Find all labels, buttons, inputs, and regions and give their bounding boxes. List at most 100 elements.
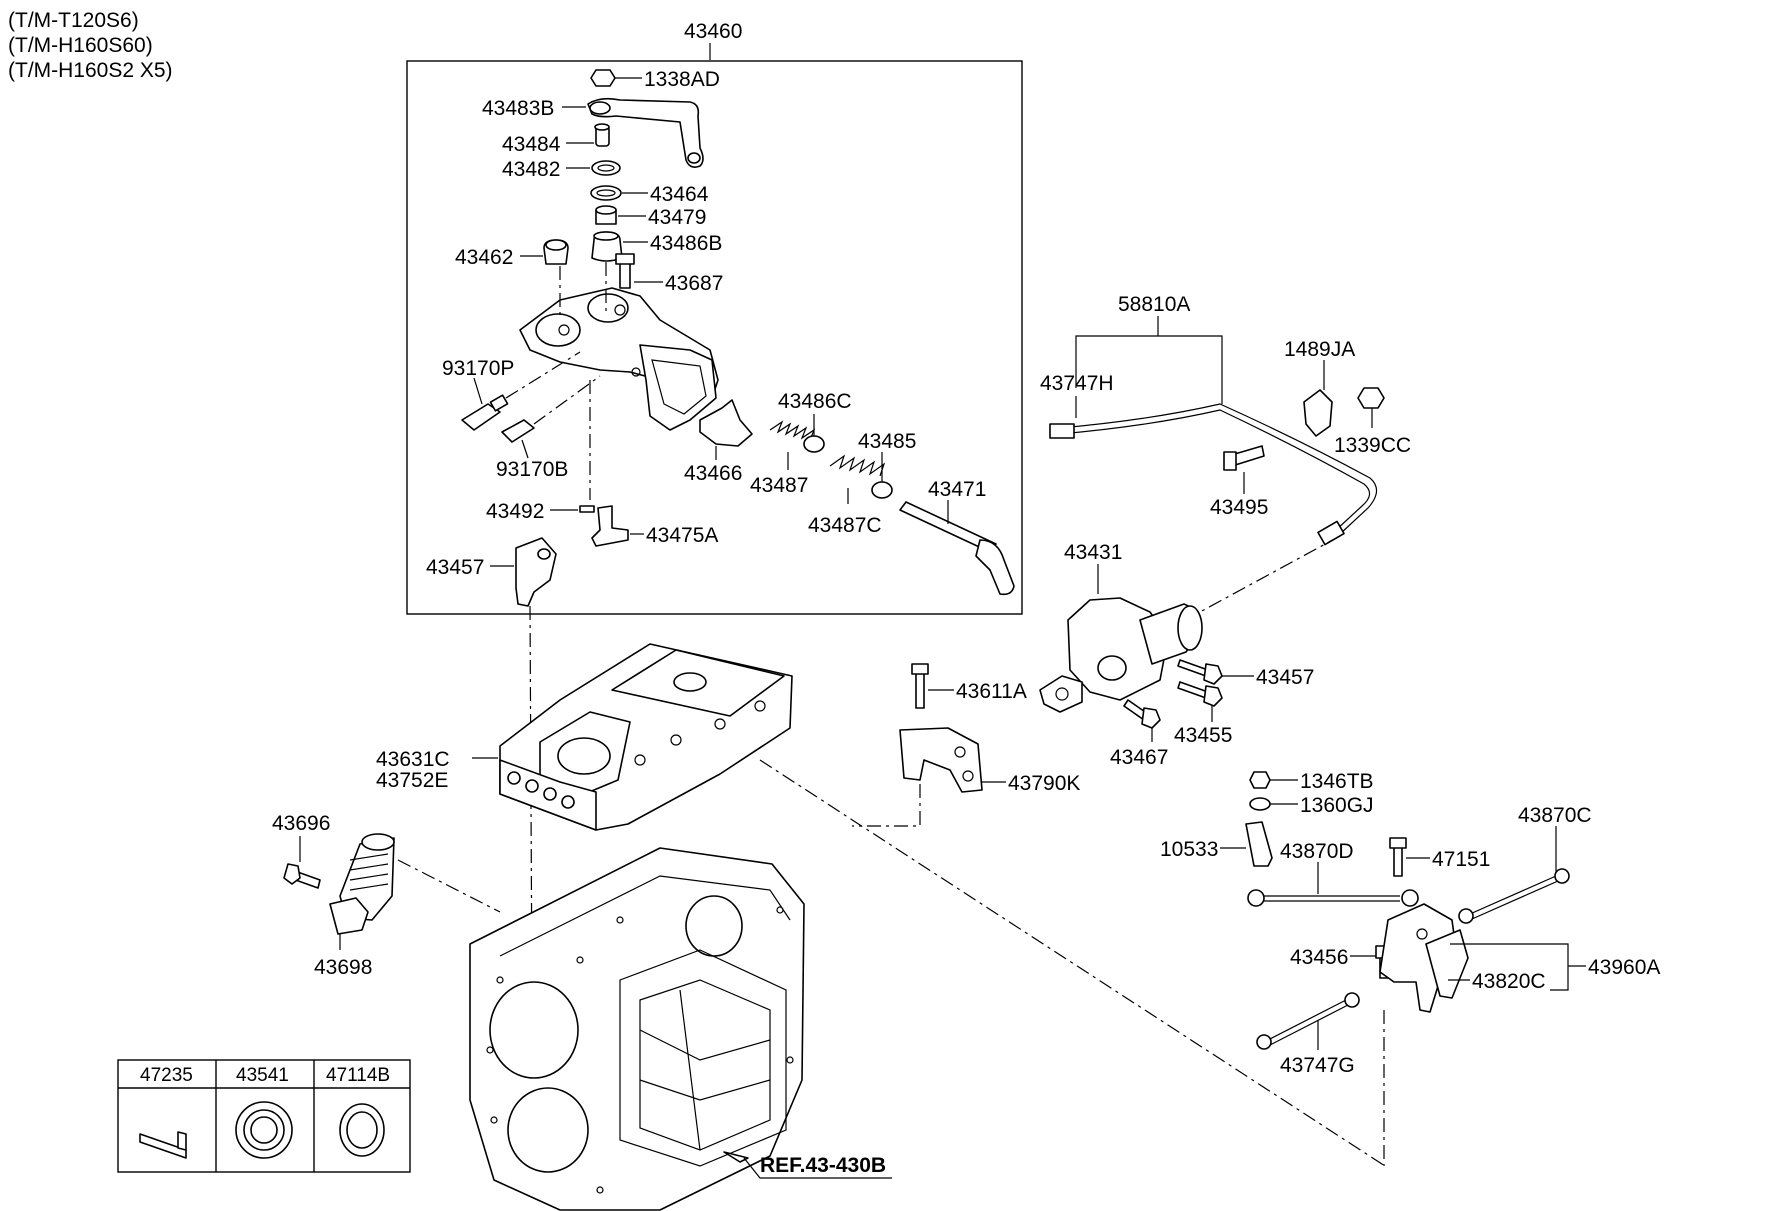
part-label: 43462 xyxy=(455,246,513,269)
axis-line xyxy=(759,759,1386,1167)
clutch-hose-assembly: 58810A 43747H 1489JA 1339CC 43495 xyxy=(1040,293,1411,613)
flange-gasket xyxy=(651,359,707,415)
leader-93170P xyxy=(473,377,483,405)
finger-43475A xyxy=(591,505,629,547)
cylinder-pushrod xyxy=(1039,675,1083,713)
part-label: 43790K xyxy=(1008,772,1080,795)
cover-plug xyxy=(673,672,707,692)
part-label: 43479 xyxy=(648,206,706,229)
washer-1360GJ xyxy=(1249,797,1271,811)
bracket-hole xyxy=(962,770,974,782)
part-label: 43457 xyxy=(1256,666,1314,689)
hose-fitting xyxy=(1049,423,1075,439)
transmission-case: REF.43-430B xyxy=(469,847,892,1211)
cover-bolt-hole xyxy=(634,754,646,766)
bushing-top xyxy=(595,205,617,215)
pin-top xyxy=(594,123,610,131)
model-note: (T/M-H160S60) xyxy=(8,34,153,57)
bolt-hole xyxy=(614,304,626,316)
boot-top xyxy=(593,231,619,241)
part-label: 43456 xyxy=(1290,946,1348,969)
rod-end xyxy=(1344,992,1360,1008)
housing-boss xyxy=(535,313,581,347)
cylinder-bracket-assembly: 43611A 43790K xyxy=(852,663,1080,827)
part-label: 43457 xyxy=(426,556,484,579)
cylinder-port xyxy=(1097,655,1127,681)
pin-43492 xyxy=(579,505,595,513)
part-label: 43960A xyxy=(1588,956,1660,979)
axis-line xyxy=(533,375,601,425)
axis-line xyxy=(852,784,921,827)
bolt-hole xyxy=(631,367,641,377)
legend-part-43541 xyxy=(250,1116,278,1144)
part-label: 43486B xyxy=(650,232,722,255)
cover-bolt-hole xyxy=(670,734,682,746)
ref-leader xyxy=(743,1157,892,1179)
bolt-head xyxy=(615,253,635,265)
hose-line xyxy=(1059,403,1378,535)
part-label: 47151 xyxy=(1432,848,1490,871)
group-frame xyxy=(406,60,1023,615)
sensors: 93170P 93170B xyxy=(442,351,601,481)
washer-43482 xyxy=(591,160,621,176)
part-label: 43485 xyxy=(858,430,916,453)
sensor-terminal xyxy=(489,394,509,412)
part-label: 43431 xyxy=(1064,541,1122,564)
part-label: 43870D xyxy=(1280,840,1354,863)
part-label: 43482 xyxy=(502,158,560,181)
part-label: 43487C xyxy=(808,514,882,537)
spring-43487 xyxy=(769,420,816,441)
lock-ribs xyxy=(349,853,389,891)
legend-parts-table: 47235 43541 47114B xyxy=(117,1059,411,1173)
cap-43486C xyxy=(803,435,825,453)
rod-fork xyxy=(975,539,1015,596)
hose-line xyxy=(1059,409,1371,531)
lock-base xyxy=(329,897,369,935)
rod-end xyxy=(1401,889,1419,907)
rod-43747G xyxy=(1269,1004,1349,1046)
model-note: (T/M-H160S2 X5) xyxy=(8,59,173,82)
guide-43466 xyxy=(699,399,753,447)
bracket-43790K xyxy=(899,727,983,793)
cylinder-bore xyxy=(1177,605,1203,651)
lever-eye xyxy=(589,101,611,115)
part-label: 43471 xyxy=(928,478,986,501)
part-label: 93170B xyxy=(496,458,568,481)
bolt-head xyxy=(1141,707,1161,729)
bracket-58810A xyxy=(1075,335,1223,404)
spring-43487C xyxy=(829,454,886,477)
part-label: 93170P xyxy=(442,357,514,380)
plate-10533 xyxy=(1245,821,1273,867)
part-label: 43492 xyxy=(486,500,544,523)
rod-43747G xyxy=(1267,999,1347,1041)
legend-part-number: 47114B xyxy=(326,1065,390,1086)
ring-hole xyxy=(596,189,616,197)
case-side-inner xyxy=(639,979,771,1151)
bolt-43611A xyxy=(915,671,925,709)
part-label: 43747H xyxy=(1040,372,1114,395)
sensor-93170B xyxy=(501,419,535,443)
case-hole xyxy=(490,1116,498,1124)
lever-hole xyxy=(1416,928,1428,940)
shift-linkage-assembly: 1346TB 1360GJ 10533 43870D 47151 43870C xyxy=(1160,770,1660,1166)
lever-eye xyxy=(537,548,551,560)
cover-bolt-hole xyxy=(754,700,766,712)
bolt-47151 xyxy=(1393,845,1403,877)
legend-part-47235 xyxy=(177,1131,187,1151)
housing-boss xyxy=(587,293,629,323)
cover-bolt-hole xyxy=(714,718,726,730)
part-label: 43466 xyxy=(684,462,742,485)
part-label: 43487 xyxy=(750,474,808,497)
legend-part-47114B xyxy=(346,1111,378,1149)
part-label: 43484 xyxy=(502,133,561,156)
rod-end xyxy=(1554,868,1570,884)
rod-end xyxy=(1458,908,1474,924)
rod-end xyxy=(1256,1034,1272,1050)
upper-small-parts: 1338AD 43483B 43484 43482 43464 43479 43… xyxy=(455,68,723,295)
part-label: 43455 xyxy=(1174,724,1232,747)
lock-top xyxy=(361,833,395,851)
model-note: (T/M-T120S6) xyxy=(8,9,139,32)
bracket-43960A xyxy=(1450,943,1569,991)
rod-end xyxy=(1247,889,1265,907)
